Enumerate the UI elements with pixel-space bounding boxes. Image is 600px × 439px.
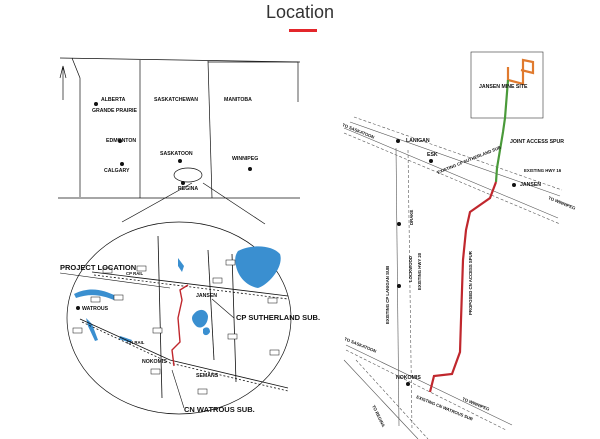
- jansen-right-label: JANSEN: [520, 182, 541, 188]
- right-rail-map: [343, 51, 563, 439]
- right-map-markers: [396, 139, 516, 386]
- cp-sutherland-sub-label: CP SUTHERLAND SUB.: [236, 313, 320, 322]
- existing-hwy-20-label: EXISTING HWY 20: [417, 252, 422, 290]
- project-route-line: [171, 284, 189, 367]
- province-alberta: ALBERTA: [101, 97, 126, 103]
- lockwood-label: LOCKWOOD: [408, 256, 413, 282]
- sutherland-leader: [211, 298, 235, 319]
- watrous-label: WATROUS: [82, 306, 109, 312]
- existing-hwy-16-label: EXISTING HWY 16: [524, 168, 562, 173]
- proposed-cn-access-spur-route: [428, 181, 498, 393]
- title-underline: [289, 29, 317, 32]
- cn-watrous-sub-label: CN WATROUS SUB.: [184, 405, 255, 414]
- page-title: Location: [265, 2, 335, 22]
- project-location-label: PROJECT LOCATION: [60, 263, 136, 272]
- city-edmonton: EDMONTON: [106, 138, 136, 144]
- cp-rail-label: CP RAIL: [126, 271, 143, 276]
- drake-label: DRAKE: [409, 210, 414, 225]
- proposed-cn-access-label: PROPOSED CN ACCESS SPUR: [468, 250, 473, 315]
- nokomis-right-label: NOKOMIS: [396, 375, 421, 381]
- highway-shields: [72, 259, 280, 395]
- to-winnipeg-bottom-label: TO WINNIPEG: [462, 396, 491, 412]
- left-overview-map: [58, 57, 301, 415]
- province-saskatchewan: SASKATCHEWAN: [154, 97, 198, 103]
- water-bodies: [74, 246, 281, 343]
- inset-rail-lines: [79, 235, 289, 399]
- watrous-leader: [171, 369, 185, 409]
- mine-site-route: [506, 58, 535, 86]
- jansen-label: JANSEN: [196, 293, 217, 299]
- city-regina: REGINA: [178, 186, 198, 192]
- city-calgary: CALGARY: [104, 168, 130, 174]
- city-saskatoon: SASKATOON: [160, 151, 193, 157]
- semans-label: SEMANS: [196, 373, 219, 379]
- esk-label: ESK: [427, 152, 438, 158]
- to-regina-label: TO REGINA: [371, 404, 386, 428]
- north-arrow-icon: [59, 65, 67, 100]
- project-location-leader: [59, 272, 171, 289]
- jansen-mine-site-label: JANSEN MINE SITE: [479, 84, 528, 90]
- city-winnipeg: WINNIPEG: [232, 156, 258, 162]
- to-winnipeg-top-label: TO WINNIPEG: [548, 195, 577, 211]
- lanigan-label: LANIGAN: [406, 138, 430, 144]
- joint-access-spur-label: JOINT ACCESS SPUR: [510, 139, 564, 145]
- city-grande-prairie: GRANDE PRAIRIE: [92, 108, 138, 114]
- cn-rail-label: CN RAIL: [127, 340, 145, 345]
- nokomis-label: NOKOMIS: [142, 359, 167, 365]
- left-map-markers: [94, 102, 252, 185]
- existing-cp-lanigan-label: EXISTING CP LANIGAN SUB: [385, 266, 390, 324]
- joint-access-spur-route: [494, 79, 510, 183]
- province-manitoba: MANITOBA: [224, 97, 252, 103]
